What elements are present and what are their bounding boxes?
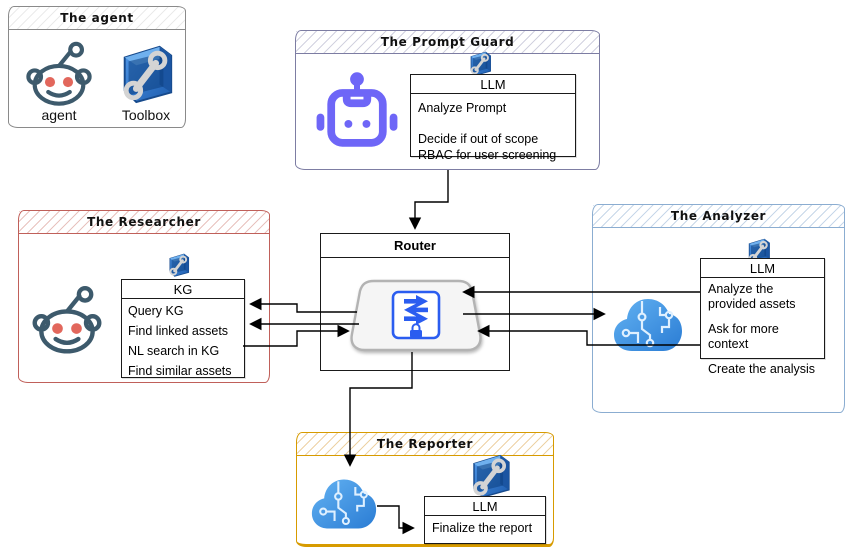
- toolbox-node[interactable]: Toolbox: [113, 41, 179, 123]
- kg-tool-row: NL search in KG: [128, 344, 220, 358]
- llm-task: Analyze the provided assets: [708, 282, 796, 311]
- ai-cloud-icon[interactable]: [612, 293, 684, 357]
- agent-node-label: agent: [41, 107, 77, 123]
- analyzer-llm-box[interactable]: LLM Analyze the provided assets Ask for …: [700, 258, 825, 376]
- router-box-header: Router: [321, 234, 509, 258]
- kg-box-header: KG: [122, 280, 244, 299]
- llm-box-header: LLM: [425, 497, 545, 516]
- llm-task: Finalize the report: [432, 521, 533, 535]
- agent-group-title: The agent: [9, 7, 185, 30]
- ai-cloud-icon[interactable]: [310, 473, 378, 535]
- llm-box-header: LLM: [411, 75, 575, 94]
- toolbox-icon[interactable]: [462, 452, 518, 500]
- group-researcher[interactable]: The Researcher KG Query KG Find linked a…: [18, 210, 270, 383]
- kg-tool-row: Find similar assets: [128, 364, 232, 378]
- researcher-group-title: The Researcher: [19, 211, 269, 234]
- reporter-llm-box[interactable]: LLM Finalize the report: [424, 496, 546, 544]
- reddit-robot-icon: [23, 41, 95, 107]
- prompt-guard-llm-box[interactable]: LLM Analyze Prompt Decide if out of scop…: [410, 74, 576, 162]
- llm-task: RBAC for user screening: [418, 148, 557, 162]
- prompt-guard-group-title: The Prompt Guard: [296, 31, 599, 54]
- kg-tool-row: Find linked assets: [128, 324, 229, 338]
- toolbox-icon[interactable]: [467, 50, 493, 77]
- llm-task: Ask for more context: [708, 322, 779, 351]
- router-trapezoid[interactable]: [348, 277, 484, 355]
- toolbox-icon[interactable]: [166, 252, 191, 278]
- llm-task: Create the analysis: [708, 362, 816, 376]
- router-box[interactable]: Router: [320, 233, 510, 371]
- llm-box-header: LLM: [701, 259, 824, 278]
- agent-node[interactable]: agent: [23, 41, 95, 123]
- group-analyzer[interactable]: The Analyzer LLM Analyze the provided as…: [592, 204, 845, 413]
- group-prompt-guard[interactable]: The Prompt Guard LLM Analyze Prompt Deci…: [295, 30, 600, 170]
- toolbox-icon: [115, 41, 177, 107]
- kg-box[interactable]: KG Query KG Find linked assets NL search…: [121, 279, 245, 378]
- llm-task: Decide if out of scope: [418, 132, 539, 146]
- group-reporter[interactable]: The Reporter LLM Finalize the report: [296, 432, 554, 547]
- edge-promptguard-to-router[interactable]: [408, 170, 449, 230]
- toolbox-node-label: Toolbox: [121, 107, 171, 123]
- reddit-robot-icon[interactable]: [29, 281, 105, 359]
- analyzer-group-title: The Analyzer: [593, 205, 844, 228]
- network-switch-lock-icon: [391, 290, 441, 340]
- robot-icon[interactable]: [314, 69, 400, 153]
- llm-task: Analyze Prompt: [418, 101, 507, 115]
- kg-tool-row: Query KG: [128, 304, 184, 318]
- group-the-agent[interactable]: The agent agent Toolbox: [8, 6, 186, 128]
